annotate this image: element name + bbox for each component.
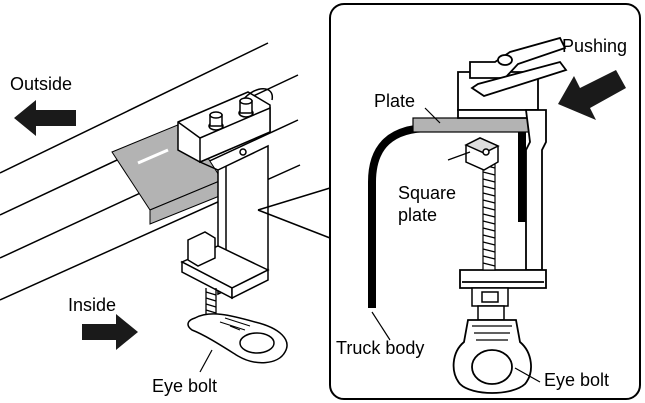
arrow-left-icon <box>14 100 76 136</box>
inset-threaded-rod <box>482 159 496 271</box>
label-outside: Outside <box>10 74 73 94</box>
inset-lower-bolt <box>471 287 509 321</box>
label-pushing: Pushing <box>562 36 628 56</box>
label-plate: Plate <box>374 91 416 111</box>
label-truck-body: Truck body <box>336 338 425 358</box>
left-eye-bolt <box>187 313 288 364</box>
label-square-plate-line1: Square <box>398 183 457 203</box>
inset-square-plate <box>464 137 500 171</box>
leader-lines <box>199 107 541 383</box>
label-eye-bolt-left: Eye bolt <box>152 376 218 396</box>
left-clamp <box>177 88 273 300</box>
label-square-plate-line2: plate <box>398 205 438 225</box>
inset-plate <box>412 117 534 133</box>
inset-lever <box>469 36 568 97</box>
callout-lines <box>257 187 331 239</box>
arrow-down-left-icon <box>558 70 626 120</box>
label-eye-bolt-right: Eye bolt <box>544 370 610 390</box>
inset-eye-bolt <box>452 319 532 394</box>
label-inside: Inside <box>68 295 117 315</box>
arrow-right-icon <box>82 314 138 350</box>
